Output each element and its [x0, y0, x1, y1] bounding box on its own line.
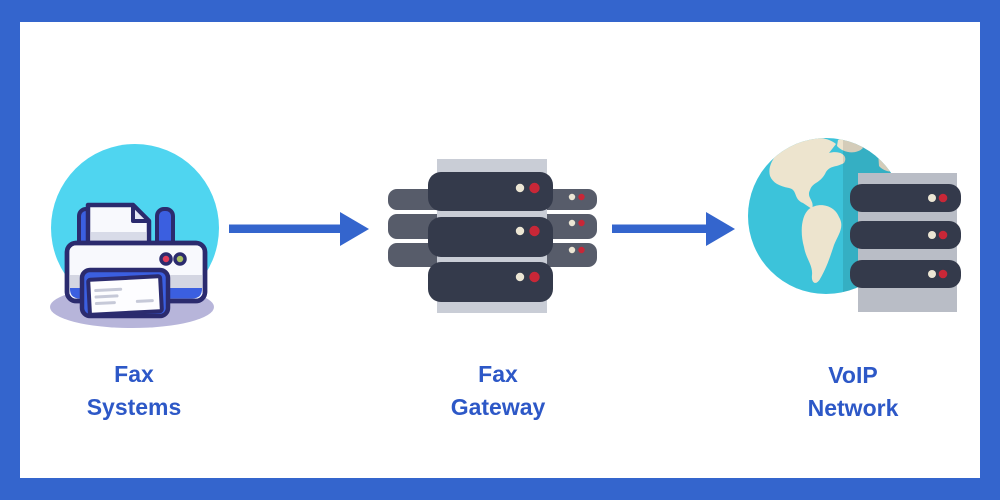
fax-machine-icon [50, 144, 219, 328]
node-label-fax-systems: Fax Systems [34, 358, 234, 424]
label-line: Fax [114, 361, 154, 387]
label-line: Systems [86, 394, 182, 420]
node-fax-systems: Fax Systems [34, 135, 234, 425]
node-fax-gateway: Fax Gateway [387, 157, 599, 425]
server-units [850, 184, 961, 288]
label-line: Gateway [450, 394, 546, 420]
label-line: VoIP [828, 362, 878, 388]
node-label-voip-network: VoIP Network [753, 359, 953, 425]
red-button [159, 252, 173, 266]
server-rack-icon [388, 159, 597, 313]
incoming-paper [85, 202, 152, 250]
label-line: Fax [478, 361, 518, 387]
label-line: Network [807, 395, 899, 421]
green-button [173, 252, 187, 266]
arrow-fax-to-gateway [229, 212, 369, 246]
output-tray [79, 267, 171, 319]
arrow-gateway-to-voip [612, 212, 735, 246]
server-units [428, 172, 553, 302]
globe-server-icon [748, 138, 961, 312]
fax-text-lines [94, 287, 154, 306]
node-voip-network: VoIP Network [740, 132, 970, 425]
node-label-fax-gateway: Fax Gateway [398, 358, 598, 424]
printed-fax-page [86, 274, 164, 317]
